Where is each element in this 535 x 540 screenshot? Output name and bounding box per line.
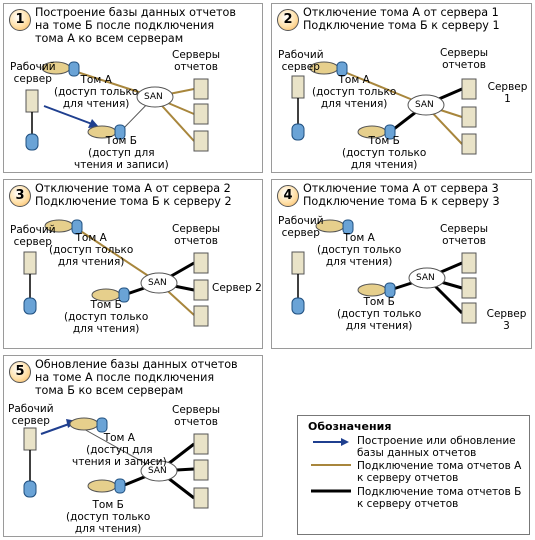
work-server-label: Рабочий сервер	[8, 403, 54, 427]
panel-title: Обновление базы данных отчетов на томе А…	[35, 358, 238, 397]
san-label: SAN	[415, 100, 434, 110]
topology-diagram	[23, 219, 209, 327]
vol-a-label: Том А (доступ только для чтения)	[312, 74, 397, 110]
legend-item-vol-b: Подключение тома отчетов Б к серверу отч…	[357, 486, 522, 510]
topology-diagram	[291, 61, 477, 155]
report-servers-label: Серверы отчетов	[172, 223, 221, 247]
topology-diagram	[291, 219, 477, 324]
san-label: SAN	[144, 92, 163, 102]
legend-brown-line	[311, 464, 351, 466]
vol-a-label: Том А (доступ для чтения и записи)	[72, 432, 167, 468]
report-servers-label: Серверы отчетов	[172, 49, 221, 73]
topology-diagram	[25, 61, 209, 152]
san-label: SAN	[148, 466, 167, 476]
report-servers-label: Серверы отчетов	[172, 404, 221, 428]
legend-item-build: Построение или обновление базы данных от…	[357, 435, 516, 459]
panel-1: 1 Построение базы данных отчетов на томе…	[3, 3, 263, 173]
legend-black-line	[311, 489, 351, 493]
legend-title: Обозначения	[308, 420, 392, 433]
work-server-label: Рабочий сервер	[10, 61, 56, 85]
panel-4: 4 Отключение тома А от сервера 3 Подключ…	[271, 179, 532, 349]
step-number: 4	[277, 185, 299, 207]
report-servers-label: Серверы отчетов	[440, 47, 489, 71]
server-label: Сервер 3	[486, 308, 527, 332]
san-label: SAN	[148, 278, 167, 288]
work-server-label: Рабочий сервер	[278, 215, 324, 239]
vol-b-label: Том Б (доступ только для чтения)	[66, 499, 151, 535]
panel-3: 3 Отключение тома А от сервера 2 Подключ…	[3, 179, 263, 349]
work-server-label: Рабочий сервер	[278, 49, 324, 73]
vol-b-label: Том Б (доступ только для чтения)	[342, 135, 427, 171]
step-number: 5	[9, 361, 31, 383]
vol-b-label: Том Б (доступ только для чтения)	[64, 299, 149, 335]
step-number: 3	[9, 185, 31, 207]
panel-5: 5 Обновление базы данных отчетов на томе…	[3, 355, 263, 537]
server-label: Сервер 1	[487, 81, 528, 105]
step-number: 1	[9, 9, 31, 31]
vol-b-label: Том Б (доступ только для чтения)	[337, 296, 422, 332]
vol-a-label: Том А (доступ только для чтения)	[54, 74, 139, 110]
panel-title: Отключение тома А от сервера 1 Подключен…	[303, 6, 500, 32]
legend: Обозначения Построение или обновление ба…	[297, 415, 530, 535]
server-label: Сервер 2	[212, 282, 262, 294]
vol-b-label: Том Б (доступ для чтения и записи)	[74, 135, 169, 171]
legend-item-vol-a: Подключение тома отчетов А к серверу отч…	[357, 460, 522, 484]
panel-2: 2 Отключение тома А от сервера 1 Подключ…	[271, 3, 532, 173]
topology-diagram	[23, 417, 209, 509]
san-label: SAN	[416, 273, 435, 283]
legend-arrow-icon	[313, 438, 349, 446]
report-servers-label: Серверы отчетов	[440, 223, 489, 247]
vol-a-label: Том А (доступ только для чтения)	[317, 232, 402, 268]
vol-a-label: Том А (доступ только для чтения)	[49, 232, 134, 268]
panel-title: Отключение тома А от сервера 3 Подключен…	[303, 182, 500, 208]
work-server-label: Рабочий сервер	[10, 224, 56, 248]
panel-title: Построение базы данных отчетов на томе Б…	[35, 6, 236, 45]
step-number: 2	[277, 9, 299, 31]
panel-title: Отключение тома А от сервера 2 Подключен…	[35, 182, 232, 208]
